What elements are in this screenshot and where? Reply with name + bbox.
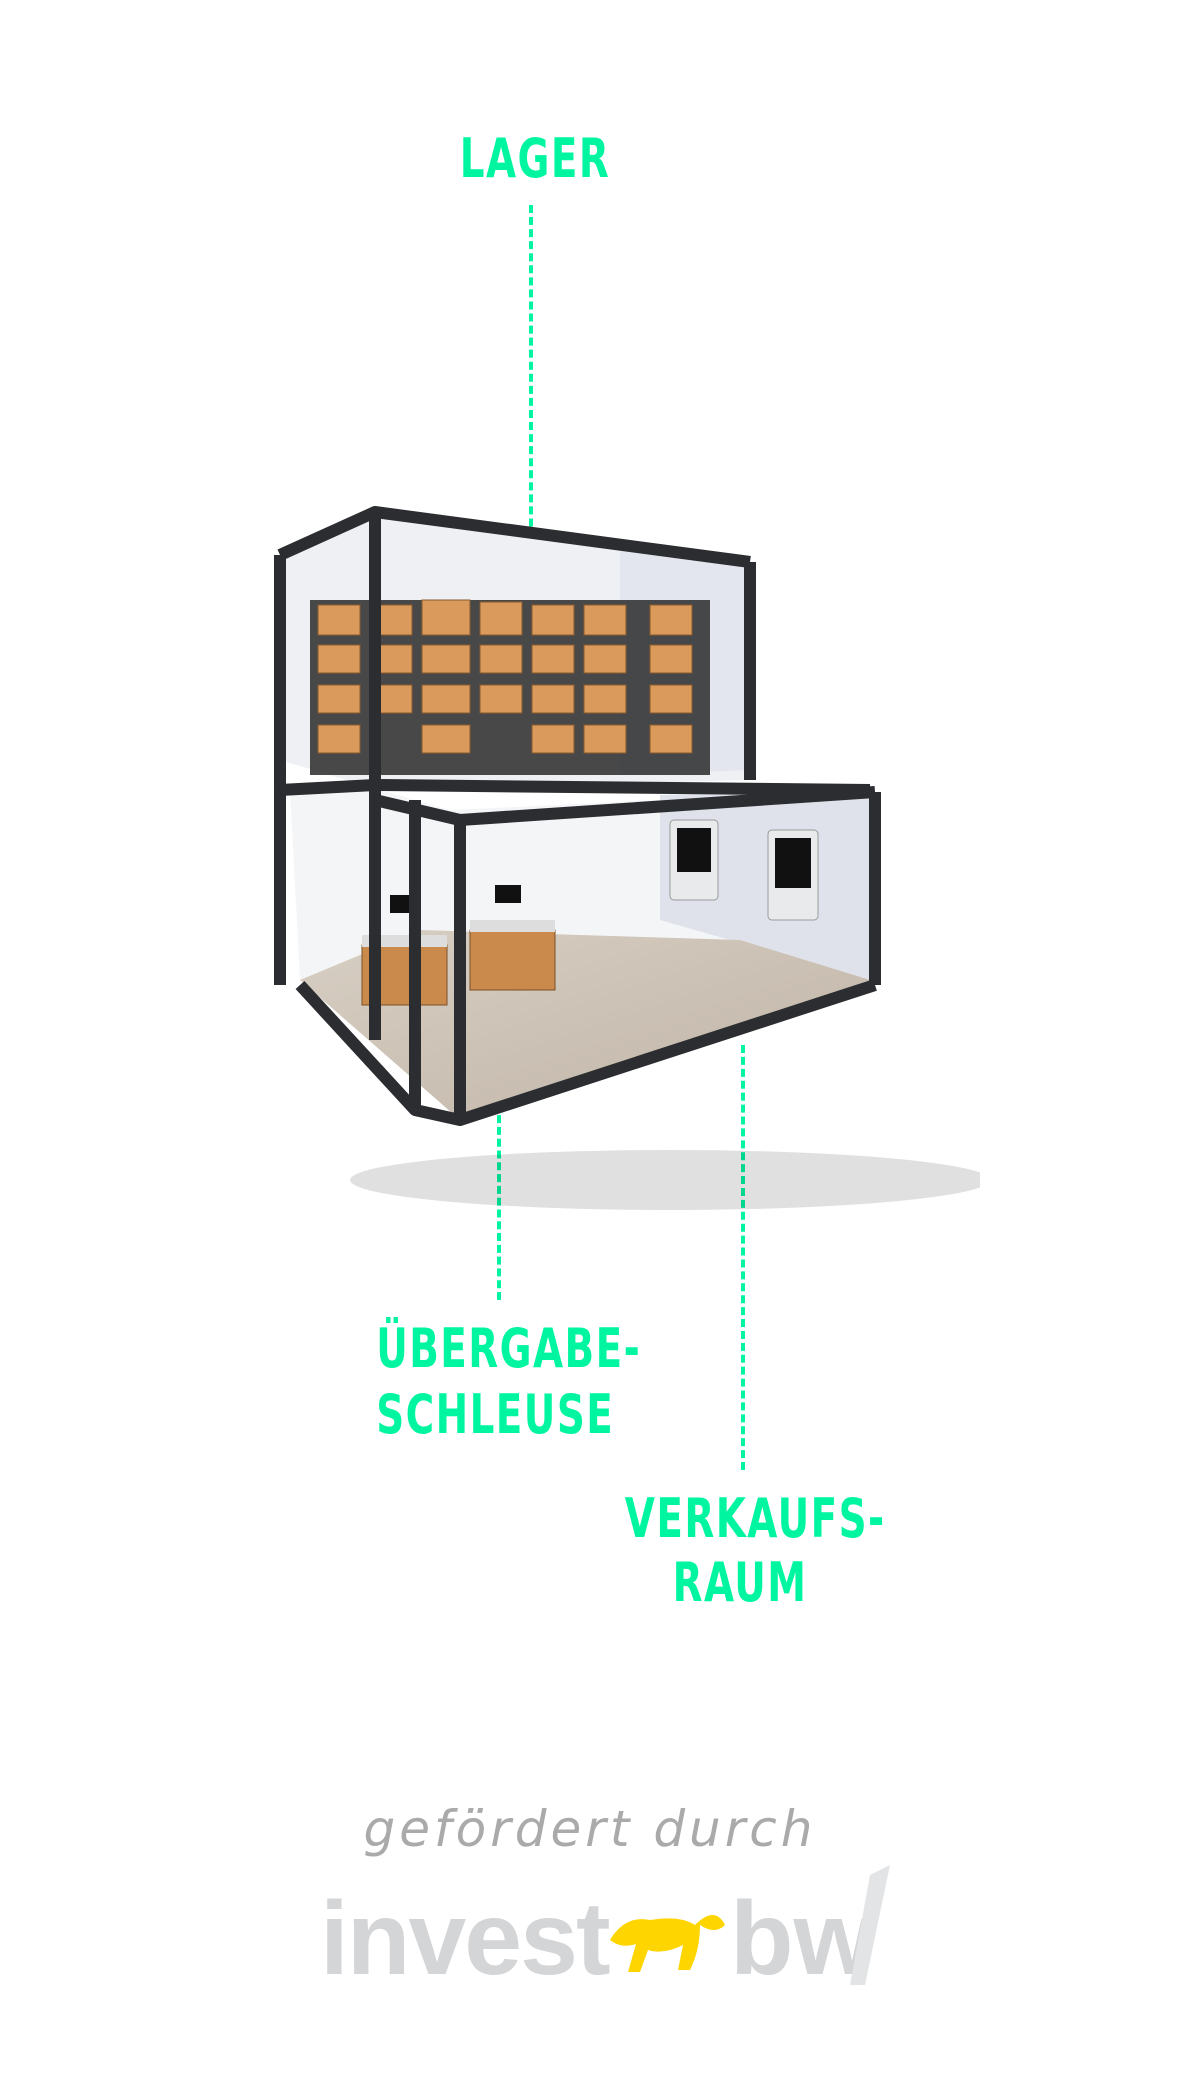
leader-line-lager [529, 205, 533, 635]
invest-bw-logo: invest bw [320, 1860, 890, 1997]
container-store-illustration [274, 506, 980, 1210]
ticket-kiosks [669, 819, 819, 921]
label-uebergabe-line1: ÜBERGABE- [376, 1317, 642, 1380]
label-lager: LAGER [459, 127, 611, 190]
label-verkauf-line1: VERKAUFS- [624, 1487, 886, 1550]
logo-bw-text: bw [730, 1881, 875, 1997]
leader-line-verkaufsraum [741, 1045, 745, 1470]
leader-line-uebergabe [497, 950, 501, 1300]
funded-by-text: gefördert durch [363, 1800, 817, 1858]
lion-icon [610, 1915, 725, 1972]
logo-checkmark-icon [850, 1865, 890, 1985]
logo-invest-text: invest [320, 1881, 611, 1997]
label-verkauf-line2: RAUM [672, 1551, 808, 1614]
label-uebergabe-line2: SCHLEUSE [376, 1383, 615, 1446]
